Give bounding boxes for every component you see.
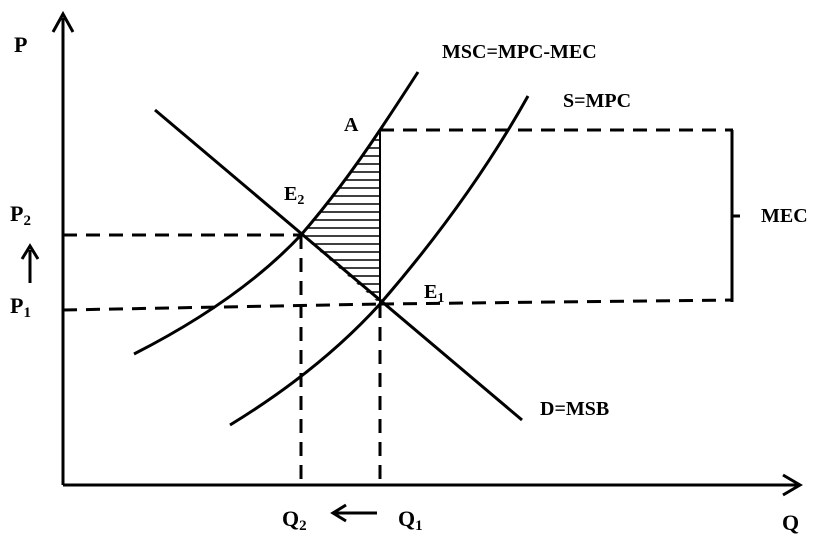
x-axis-arrowhead [782,473,803,497]
q2-label: Q2 [282,506,307,534]
p1-label: P1 [10,293,31,321]
supply-curve [229,95,530,427]
deadweight-loss-area [301,131,380,301]
y-axis-label: P [14,32,27,57]
quantity-fall-arrow [330,503,377,523]
demand-curve [154,108,523,422]
demand-label: D=MSB [540,398,609,420]
q1-label: Q1 [398,506,423,534]
p1-guide-line [62,302,381,312]
mec-label: MEC [761,205,808,227]
e1-guide-line [379,298,734,306]
point-a-label: A [344,114,359,136]
price-rise-arrow [20,243,40,283]
x-axis-label: Q [782,510,799,535]
msc-curve [133,71,420,356]
point-e2-label: E2 [284,183,304,208]
y-axis-arrowhead [51,10,75,33]
point-e1-label: E1 [424,281,444,306]
p2-label: P2 [10,201,31,229]
msc-label: MSC=MPC-MEC [442,41,597,63]
supply-label: S=MPC [563,90,631,112]
